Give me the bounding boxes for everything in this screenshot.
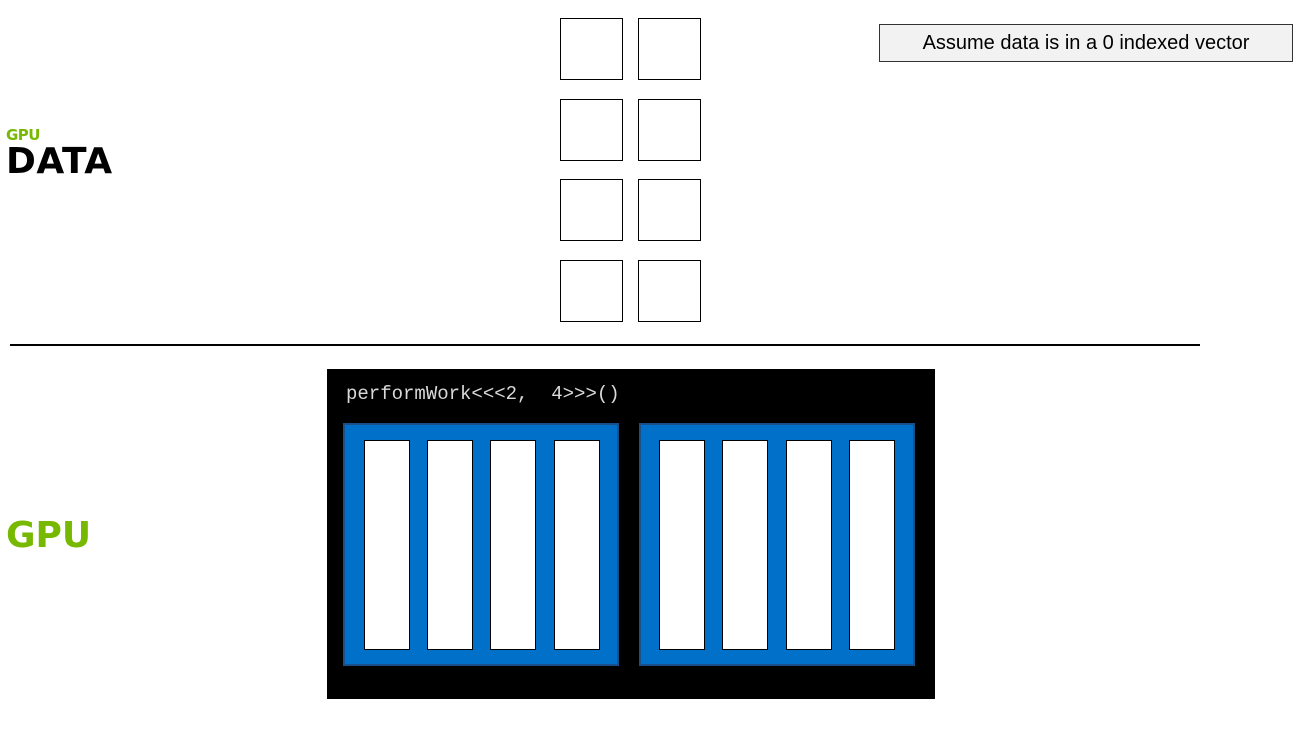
thread: [722, 440, 768, 650]
kernel-launch-code: performWork<<<2, 4>>>(): [346, 383, 620, 405]
data-section-title: DATA: [6, 141, 113, 182]
gpu-data-label: GPU DATA: [6, 128, 113, 180]
gpu-section-title: GPU: [6, 515, 92, 556]
thread-block-0: [343, 423, 619, 666]
thread: [849, 440, 895, 650]
thread: [427, 440, 473, 650]
data-cell: [638, 18, 701, 80]
data-cell: [638, 99, 701, 161]
thread: [364, 440, 410, 650]
data-cell: [638, 260, 701, 322]
thread: [490, 440, 536, 650]
data-cell: [560, 18, 623, 80]
section-divider: [10, 344, 1200, 346]
thread-block-1: [639, 423, 915, 666]
thread: [659, 440, 705, 650]
thread: [554, 440, 600, 650]
data-cell: [560, 179, 623, 241]
data-cell: [560, 99, 623, 161]
data-cell: [638, 179, 701, 241]
thread: [786, 440, 832, 650]
data-section-gpu-caption: GPU: [6, 126, 40, 144]
gpu-kernel-panel: performWork<<<2, 4>>>(): [327, 369, 935, 699]
assumption-note: Assume data is in a 0 indexed vector: [879, 24, 1293, 62]
data-cell: [560, 260, 623, 322]
data-vector-grid: [560, 18, 703, 324]
